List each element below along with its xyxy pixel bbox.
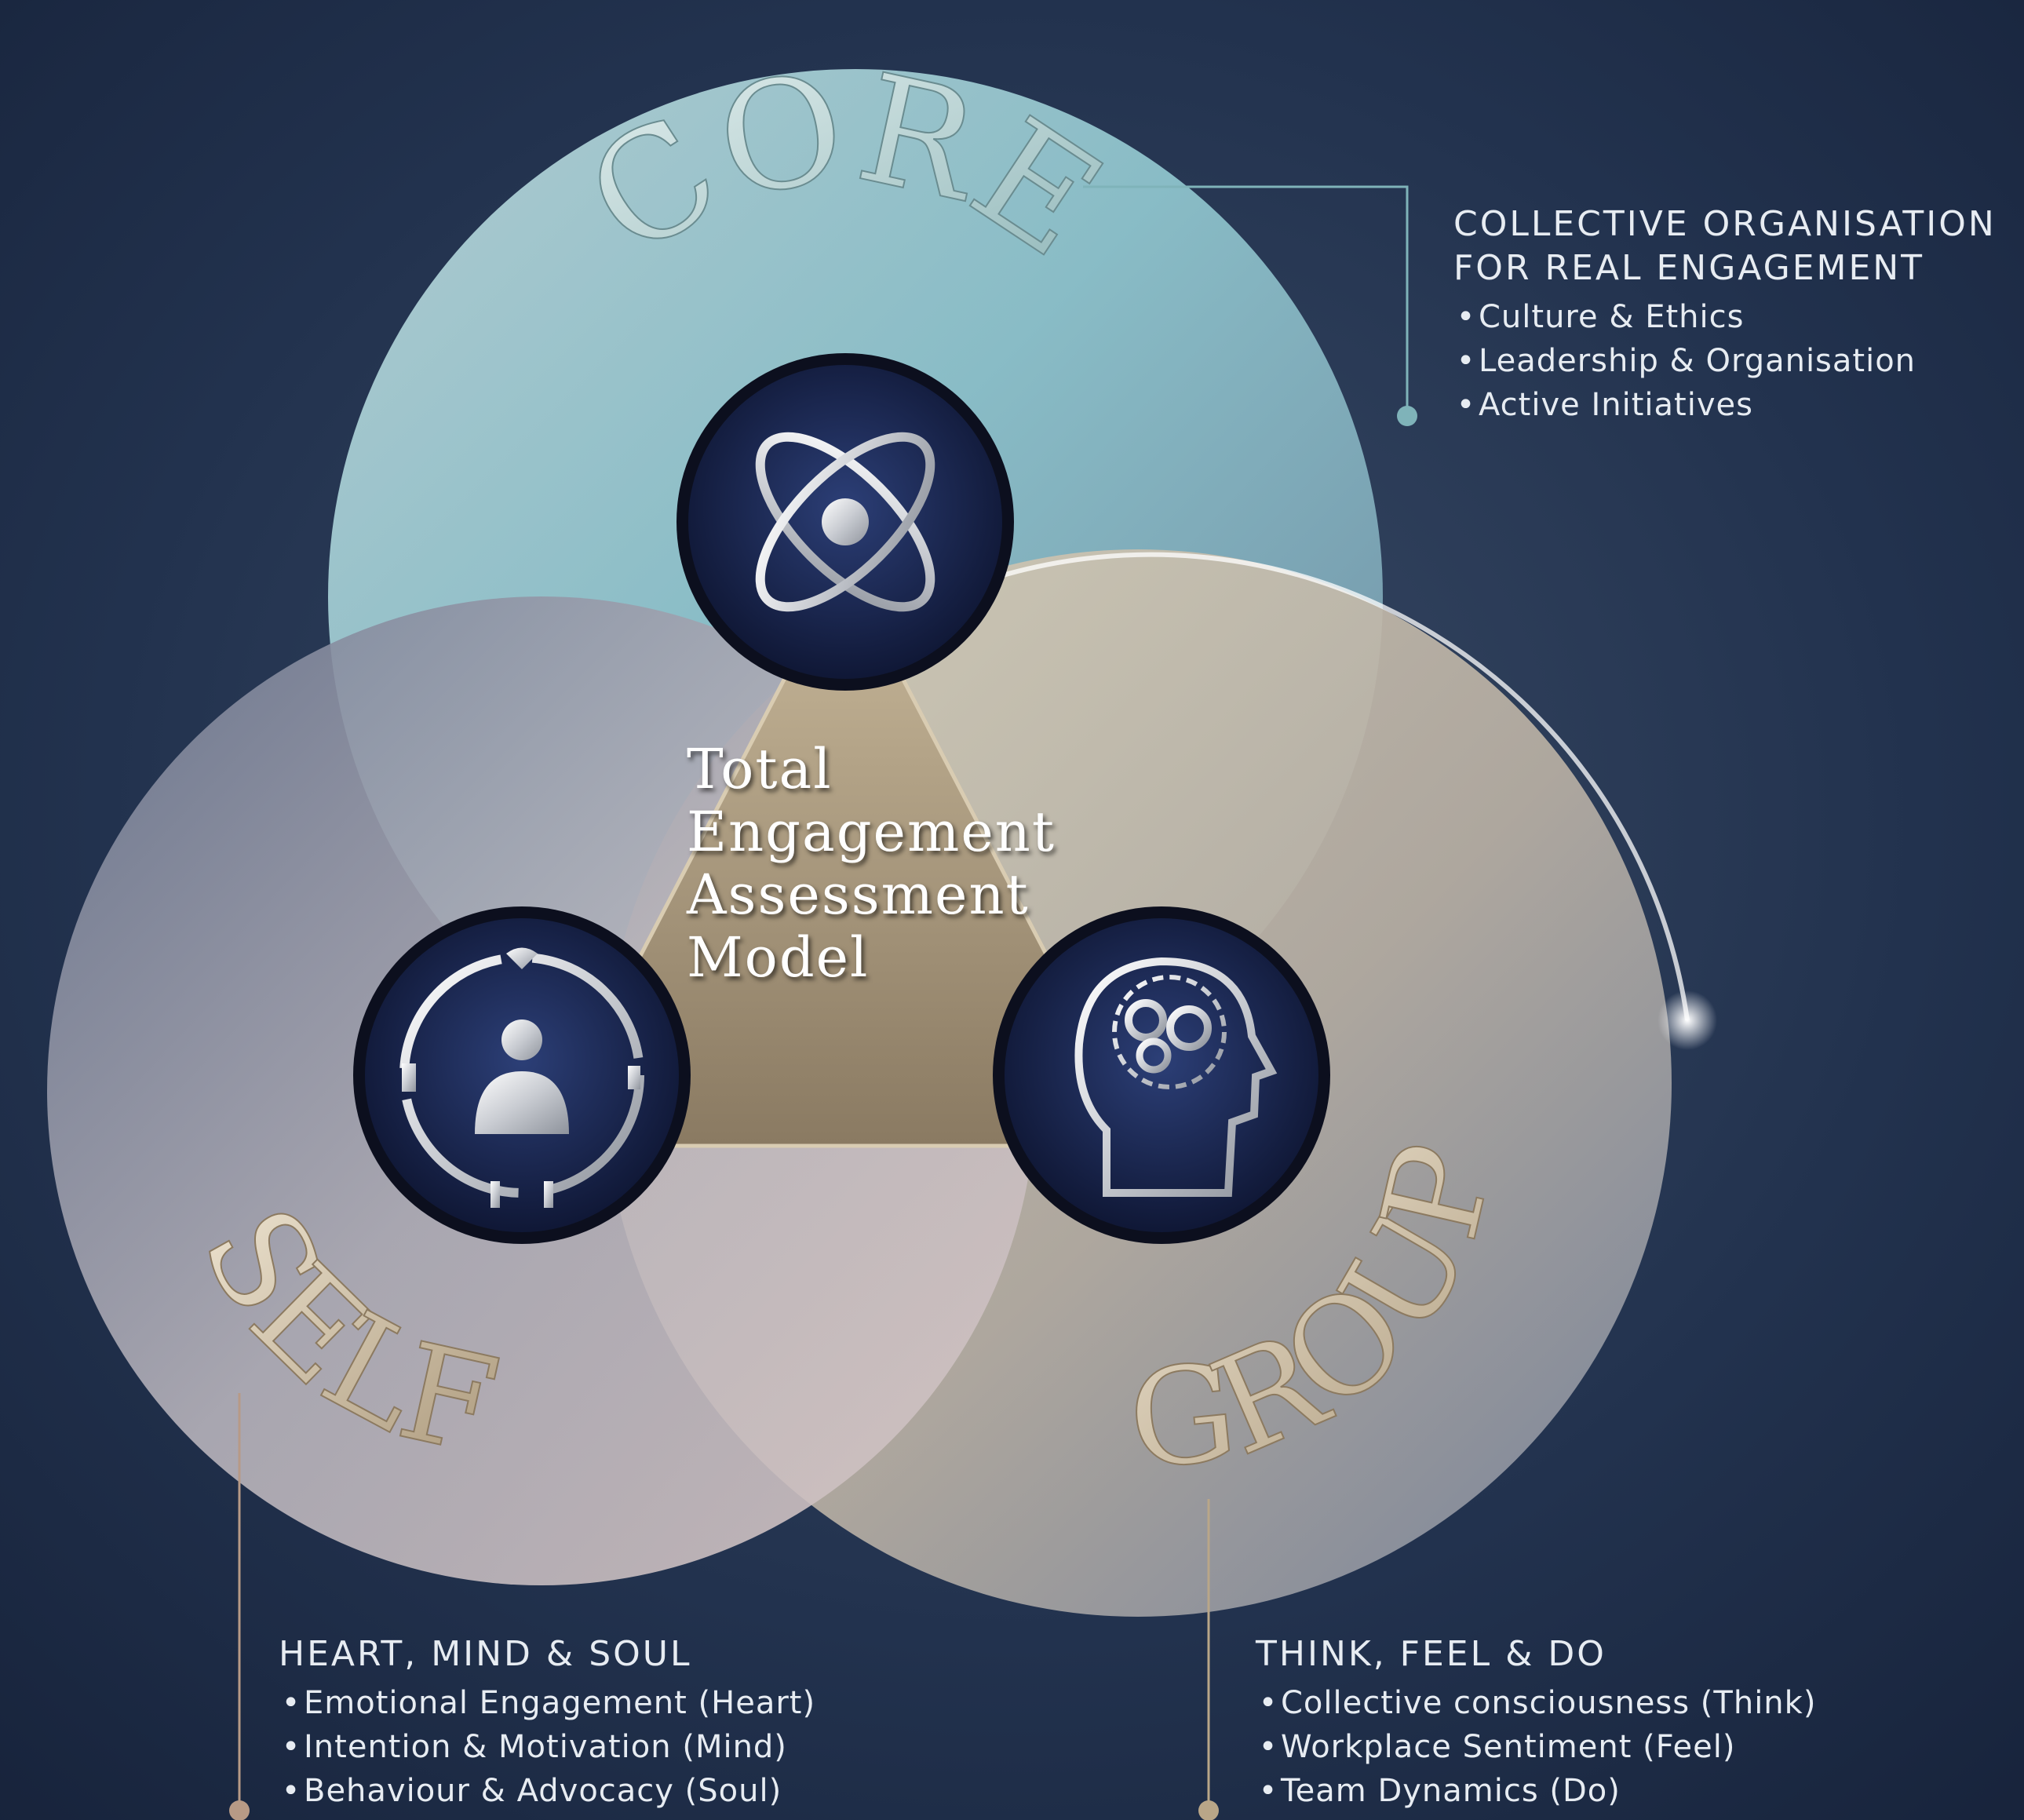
self-panel-list: Emotional Engagement (Heart) Intention &… — [279, 1681, 815, 1813]
core-panel-list: Culture & Ethics Leadership & Organisati… — [1453, 295, 1997, 427]
person-cycle-icon — [353, 906, 691, 1244]
list-item: Team Dynamics (Do) — [1256, 1769, 1816, 1813]
core-leader-dot — [1397, 406, 1417, 426]
list-item: Behaviour & Advocacy (Soul) — [279, 1769, 815, 1813]
sparkle-arc — [972, 552, 1690, 1021]
center-title-line: Engagement — [687, 800, 1056, 864]
core-panel-title-line2: FOR REAL ENGAGEMENT — [1453, 248, 1925, 288]
list-item: Culture & Ethics — [1453, 295, 1997, 339]
core-panel-title-line1: COLLECTIVE ORGANISATION — [1453, 204, 1997, 244]
group-panel-list: Collective consciousness (Think) Workpla… — [1256, 1681, 1816, 1813]
core-leader-line — [1083, 185, 1409, 414]
center-triangle — [538, 560, 1150, 1148]
list-item: Workplace Sentiment (Feel) — [1256, 1725, 1816, 1769]
self-description-panel: HEART, MIND & SOUL Emotional Engagement … — [279, 1632, 815, 1813]
list-item: Leadership & Organisation — [1453, 339, 1997, 383]
list-item: Emotional Engagement (Heart) — [279, 1681, 815, 1725]
self-leader-dot — [229, 1800, 250, 1820]
self-panel-title: HEART, MIND & SOUL — [279, 1634, 692, 1674]
core-description-panel: COLLECTIVE ORGANISATION FOR REAL ENGAGEM… — [1453, 202, 1997, 427]
atom-icon — [676, 353, 1014, 691]
center-title-line: Model — [687, 925, 870, 990]
sparkle-star — [1657, 990, 1717, 1050]
head-gears-icon — [993, 906, 1330, 1244]
group-description-panel: THINK, FEEL & DO Collective consciousnes… — [1256, 1632, 1816, 1813]
list-item: Collective consciousness (Think) — [1256, 1681, 1816, 1725]
group-panel-title: THINK, FEEL & DO — [1256, 1634, 1606, 1674]
center-title-line: Assessment — [687, 863, 1030, 927]
center-title-line: Total — [687, 737, 833, 801]
center-title: Total Engagement Assessment Model — [687, 738, 1056, 989]
list-item: Intention & Motivation (Mind) — [279, 1725, 815, 1769]
list-item: Active Initiatives — [1453, 383, 1997, 427]
group-leader-dot — [1198, 1800, 1219, 1820]
